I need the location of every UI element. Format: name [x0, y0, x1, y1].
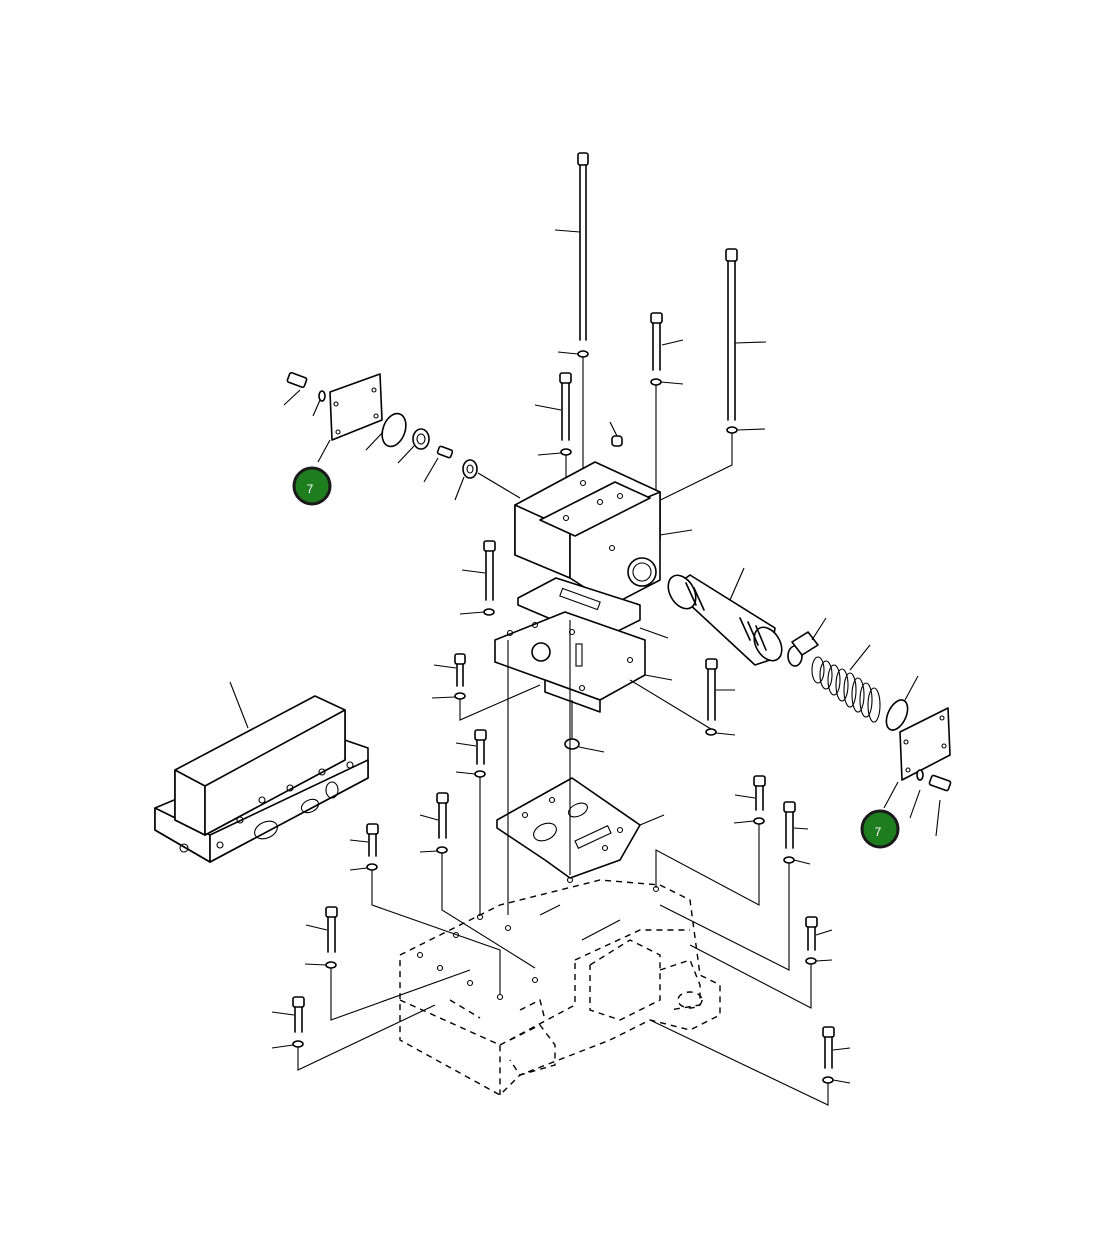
callout-badge-right[interactable]: 7 [860, 809, 900, 849]
plug [564, 700, 605, 753]
callout-badge-left[interactable]: 7 [292, 466, 332, 506]
bolt-low-1 [455, 729, 487, 915]
separator-plate [496, 777, 665, 879]
spring [811, 644, 881, 723]
bolt-mid-3 [629, 658, 736, 736]
bolt-mid-left [459, 540, 496, 616]
small-fitting [609, 421, 623, 447]
bolt-right-3 [689, 916, 833, 1009]
long-bolt-right [725, 248, 767, 434]
bolt-low-2 [419, 792, 536, 969]
callout-label: 7 [875, 825, 882, 839]
bolt-right-2 [659, 801, 811, 971]
bolt-low-5 [271, 996, 436, 1071]
upper-gasket [517, 577, 669, 641]
middle-valve-plate [494, 611, 673, 713]
bolt-low-3 [349, 823, 501, 995]
bolt-mid-2 [431, 653, 541, 721]
spool-assembly [667, 567, 827, 667]
left-cover-assembly [283, 371, 521, 501]
bolt-short-1 [650, 312, 684, 386]
bolt-right-4 [649, 1019, 851, 1106]
callout-label: 7 [307, 482, 314, 496]
right-cover-assembly [883, 675, 952, 837]
bolt-short-2 [534, 372, 572, 456]
solenoid-valve-body [154, 681, 369, 863]
bolt-right-1 [655, 775, 766, 906]
lower-valve-body [399, 876, 721, 1096]
long-bolt-center [554, 152, 589, 358]
upper-valve-block [514, 461, 693, 606]
bolt-low-4 [304, 906, 471, 1021]
